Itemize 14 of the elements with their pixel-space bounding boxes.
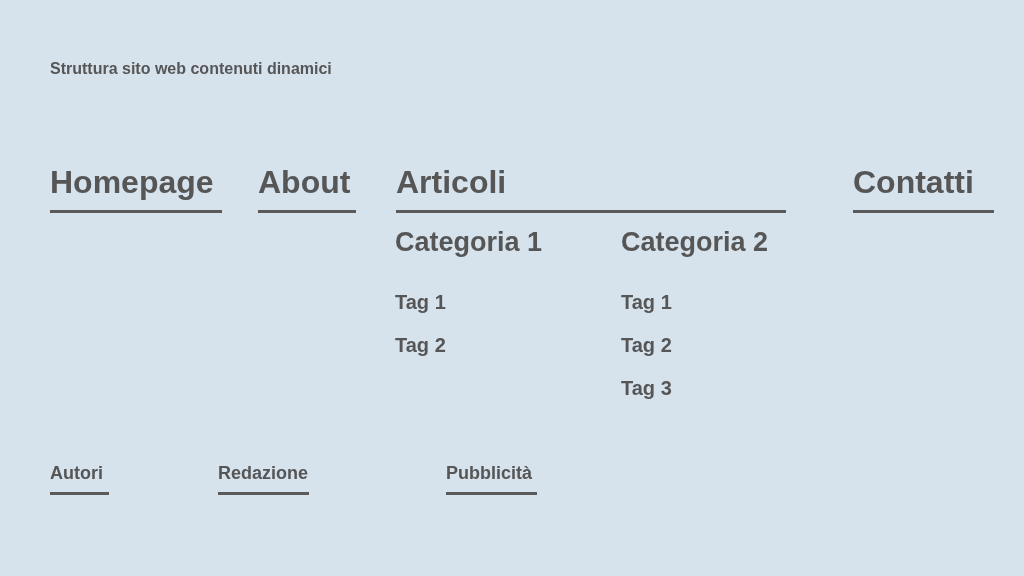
menu-item: About [258,166,356,213]
tag-label: Tag 2 [395,335,446,355]
menu-item: Contatti [853,166,994,213]
tag-label: Tag 1 [621,292,672,312]
menu-item: Pubblicità [446,464,537,495]
tag-label: Tag 3 [621,378,672,398]
menu-item: Homepage [50,166,222,213]
menu-item: Autori [50,464,109,495]
menu-item: Articoli [396,166,786,213]
tag-label: Tag 1 [395,292,446,312]
menu-item: Redazione [218,464,309,495]
category-heading: Categoria 1 [395,229,543,256]
diagram-title: Struttura sito web contenuti dinamici [50,61,332,77]
tag-label: Tag 2 [621,335,672,355]
